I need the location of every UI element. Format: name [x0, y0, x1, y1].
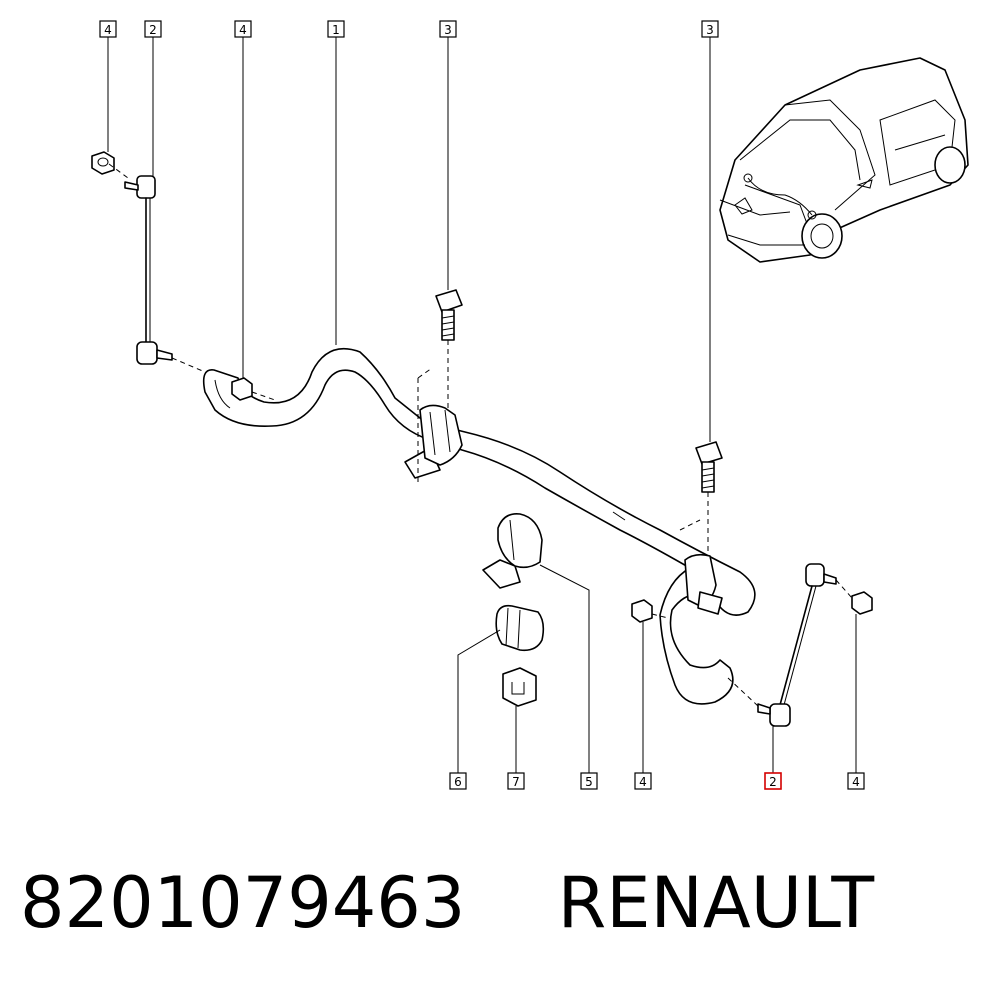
insert-part-7 [502, 667, 537, 707]
callout-4-bottom-right: 4 [847, 772, 865, 790]
callout-leaders [107, 37, 857, 773]
callout-3-top-center: 3 [439, 20, 457, 38]
callout-2-bottom-highlighted: 2 [764, 772, 782, 790]
callout-4-bottom: 4 [634, 772, 652, 790]
callout-2-top-left: 2 [144, 20, 162, 38]
callout-label: 1 [332, 23, 340, 37]
callout-label: 4 [639, 775, 647, 789]
callout-label: 4 [852, 775, 860, 789]
stabilizer-bar [202, 347, 756, 705]
bushing-bracket-left [404, 404, 463, 479]
bolt-right [695, 441, 723, 493]
callout-3-top-right: 3 [701, 20, 719, 38]
callout-5-bottom: 5 [580, 772, 598, 790]
callout-label: 7 [512, 775, 520, 789]
callout-label: 4 [104, 23, 112, 37]
footer-caption: 8201079463 RENAULT [20, 858, 980, 948]
nut-right [851, 591, 873, 615]
link-rod-left [124, 175, 173, 365]
callout-7-bottom: 7 [507, 772, 525, 790]
bushing-part-6 [495, 604, 545, 652]
assembly-guide-lines [108, 163, 853, 707]
nut-top-left [91, 151, 115, 175]
bushing-bracket-part-5 [482, 512, 543, 589]
brand-name: RENAULT [557, 862, 875, 944]
callout-label: 5 [585, 775, 593, 789]
callout-label: 2 [149, 23, 157, 37]
bolt-center [435, 289, 463, 341]
callout-label: 6 [454, 775, 462, 789]
bushing-bracket-right [684, 553, 723, 615]
callout-boxes: 4 2 4 1 3 3 6 7 [99, 20, 865, 790]
callout-4-top: 4 [234, 20, 252, 38]
callout-label: 2 [769, 775, 777, 789]
callout-6-bottom: 6 [449, 772, 467, 790]
callout-label: 4 [239, 23, 247, 37]
car-illustration [719, 57, 969, 263]
part-number: 8201079463 [20, 862, 466, 944]
link-rod-right [757, 563, 837, 727]
nut-left [231, 377, 253, 401]
callout-label: 3 [706, 23, 714, 37]
callout-4-top-left: 4 [99, 20, 117, 38]
callout-label: 3 [444, 23, 452, 37]
nut-bottom [631, 599, 653, 623]
callout-1-top: 1 [327, 20, 345, 38]
